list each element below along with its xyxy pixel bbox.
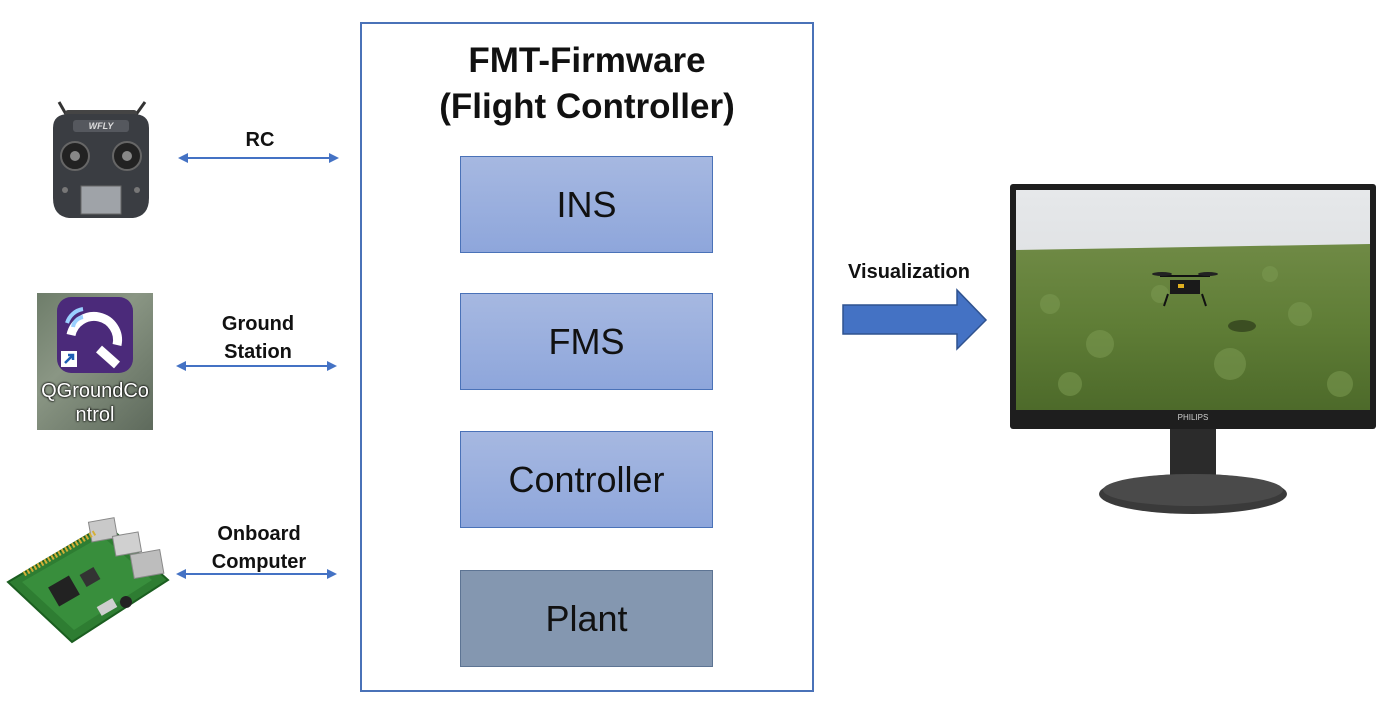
module-fms: FMS [460, 293, 713, 390]
firmware-box [360, 22, 814, 692]
onboard-computer-label-line2: Computer [211, 551, 307, 573]
visualization-arrow [842, 288, 988, 351]
firmware-title-line2: (Flight Controller) [439, 87, 735, 126]
monitor-simulation-icon: PHILIPS [1010, 184, 1376, 514]
ground-station-label-line1: Ground [221, 313, 295, 335]
rc-transmitter-icon: WFLY [53, 101, 149, 218]
drone-icon [1152, 272, 1218, 307]
raspberry-pi-board-icon [6, 517, 170, 644]
monitor-brand-text: PHILIPS [1178, 413, 1209, 422]
qgroundcontrol-icon: QGroundCo ntrol [37, 293, 153, 430]
module-plant: Plant [460, 570, 713, 667]
firmware-title: FMT-Firmware (Flight Controller) [360, 38, 814, 130]
rc-label: RC [245, 129, 275, 151]
module-controller: Controller [460, 431, 713, 528]
qgc-label-line1: QGroundCo [41, 380, 149, 402]
rc-brand-text: WFLY [89, 121, 115, 131]
firmware-title-line1: FMT-Firmware [468, 41, 706, 80]
visualization-label: Visualization [848, 261, 970, 283]
module-ins: INS [460, 156, 713, 253]
qgc-label-line2: ntrol [75, 404, 115, 426]
ground-station-label-line2: Station [224, 341, 292, 363]
qgc-app-icon [57, 297, 133, 373]
onboard-computer-label-line1: Onboard [217, 523, 301, 545]
